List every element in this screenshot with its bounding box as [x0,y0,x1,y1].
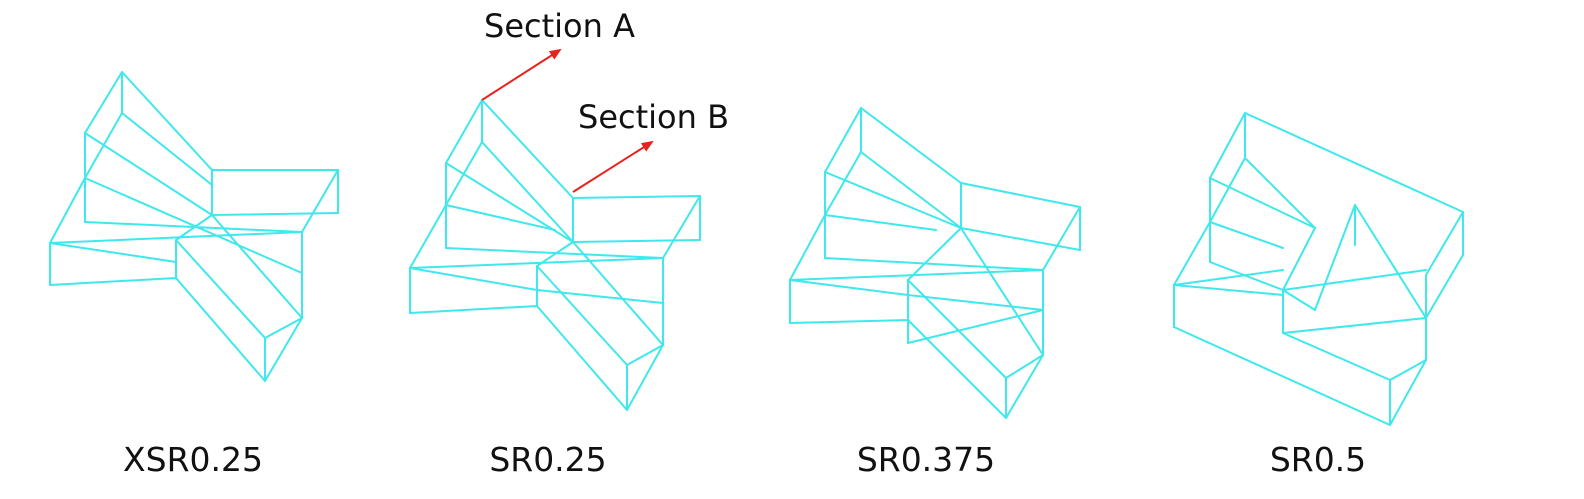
caption-sr05: SR0.5 [1270,440,1366,479]
caption-sr0375: SR0.375 [857,440,995,479]
wireframe-sr0375 [789,107,1081,419]
section-a-arrow [481,48,562,101]
caption-xsr025: XSR0.25 [123,440,263,479]
wireframe-xsr025 [49,71,339,382]
wireframe-sr05 [1173,112,1464,426]
section-b-label: Section B [578,98,729,136]
section-a-label: Section A [484,7,635,45]
section-b-arrow [572,140,654,193]
wireframe-sr025 [409,99,701,411]
caption-sr025: SR0.25 [489,440,606,479]
